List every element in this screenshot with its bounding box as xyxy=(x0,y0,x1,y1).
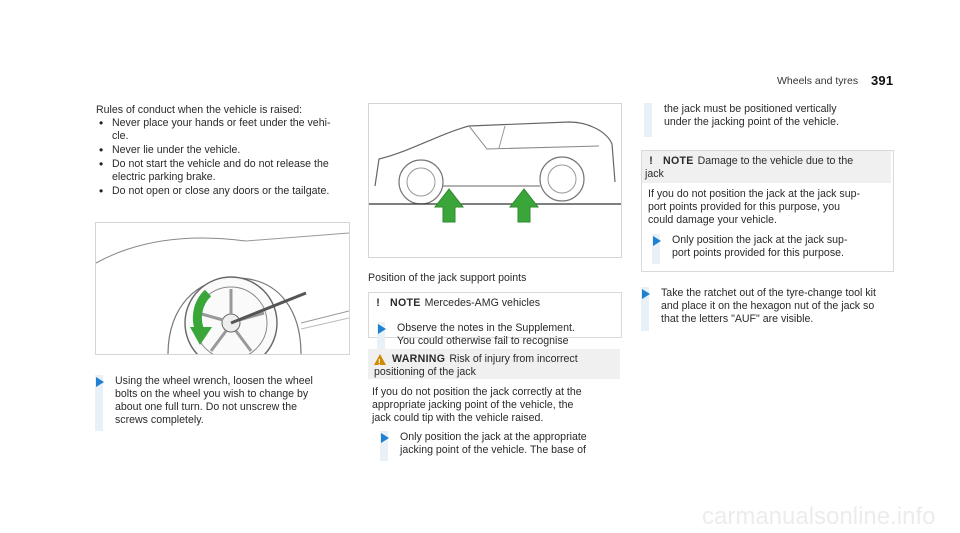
step-bar xyxy=(644,103,652,137)
step-bar xyxy=(377,322,385,362)
step-arrow-icon xyxy=(96,377,104,387)
step-loosen-bolts: Using the wheel wrench, loosen the wheel… xyxy=(95,375,355,431)
step-arrow-icon xyxy=(642,289,650,299)
note-damage-box xyxy=(641,150,894,272)
rule-item: Never lie under the vehicle. xyxy=(96,144,361,157)
rule-item: Never place your hands or feet under the… xyxy=(96,117,361,143)
step-ratchet: Take the ratchet out of the tyre-change … xyxy=(641,287,893,331)
note-title: Mercedes-AMG vehicles xyxy=(424,297,541,309)
watermark: carmanualsonline.info xyxy=(702,503,936,530)
step-text: Only position the jack at the appropriat… xyxy=(400,431,587,456)
exclamation-icon: ! xyxy=(376,297,380,309)
jack-points-illustration xyxy=(368,103,622,258)
step-bar xyxy=(380,431,388,461)
step-arrow-icon xyxy=(653,236,661,246)
rule-item: Do not open or close any doors or the ta… xyxy=(96,185,361,198)
step-bar xyxy=(652,234,660,264)
step-bar xyxy=(641,287,649,331)
step-bar xyxy=(95,375,103,431)
page-number: 391 xyxy=(871,73,894,88)
warning-title: Risk of injury from incorrect positionin… xyxy=(374,353,578,378)
note-amg-box xyxy=(368,292,622,338)
rules-title: Rules of conduct when the vehicle is rai… xyxy=(96,104,303,116)
step-arrow-icon xyxy=(378,324,386,334)
note-damage-body: If you do not position the jack at the j… xyxy=(648,188,860,226)
warning-step-continued: the jack must be positioned vertically u… xyxy=(644,103,894,137)
note-damage-step: Only position the jack at the jack sup- … xyxy=(652,234,888,264)
note-title: Damage to the vehicle due to the jack xyxy=(645,155,854,180)
step-text: Only position the jack at the jack sup- … xyxy=(672,234,848,259)
note-label: NOTE xyxy=(663,155,694,167)
rules-list: Never place your hands or feet under the… xyxy=(96,117,361,198)
rule-item: Do not start the vehicle and do not rele… xyxy=(96,158,361,184)
note-damage-header-bg xyxy=(642,151,891,183)
warning-label: WARNING xyxy=(392,353,446,365)
header-section-title: Wheels and tyres xyxy=(777,75,859,87)
warning-step: Only position the jack at the appropriat… xyxy=(380,431,618,461)
step-text: Using the wheel wrench, loosen the wheel… xyxy=(115,375,313,426)
figure-caption: Position of the jack support points xyxy=(368,272,527,284)
step-arrow-icon xyxy=(381,433,389,443)
exclamation-icon: ! xyxy=(649,155,653,167)
step-text: Take the ratchet out of the tyre-change … xyxy=(661,287,876,325)
rules-block: Rules of conduct when the vehicle is rai… xyxy=(96,104,361,199)
step-text: the jack must be positioned vertically u… xyxy=(664,103,839,128)
note-label: NOTE xyxy=(390,297,421,309)
warning-header-bg xyxy=(368,349,620,379)
warning-icon: ! xyxy=(374,354,386,367)
warning-body: If you do not position the jack correctl… xyxy=(372,386,582,424)
wheel-wrench-illustration xyxy=(95,222,350,355)
